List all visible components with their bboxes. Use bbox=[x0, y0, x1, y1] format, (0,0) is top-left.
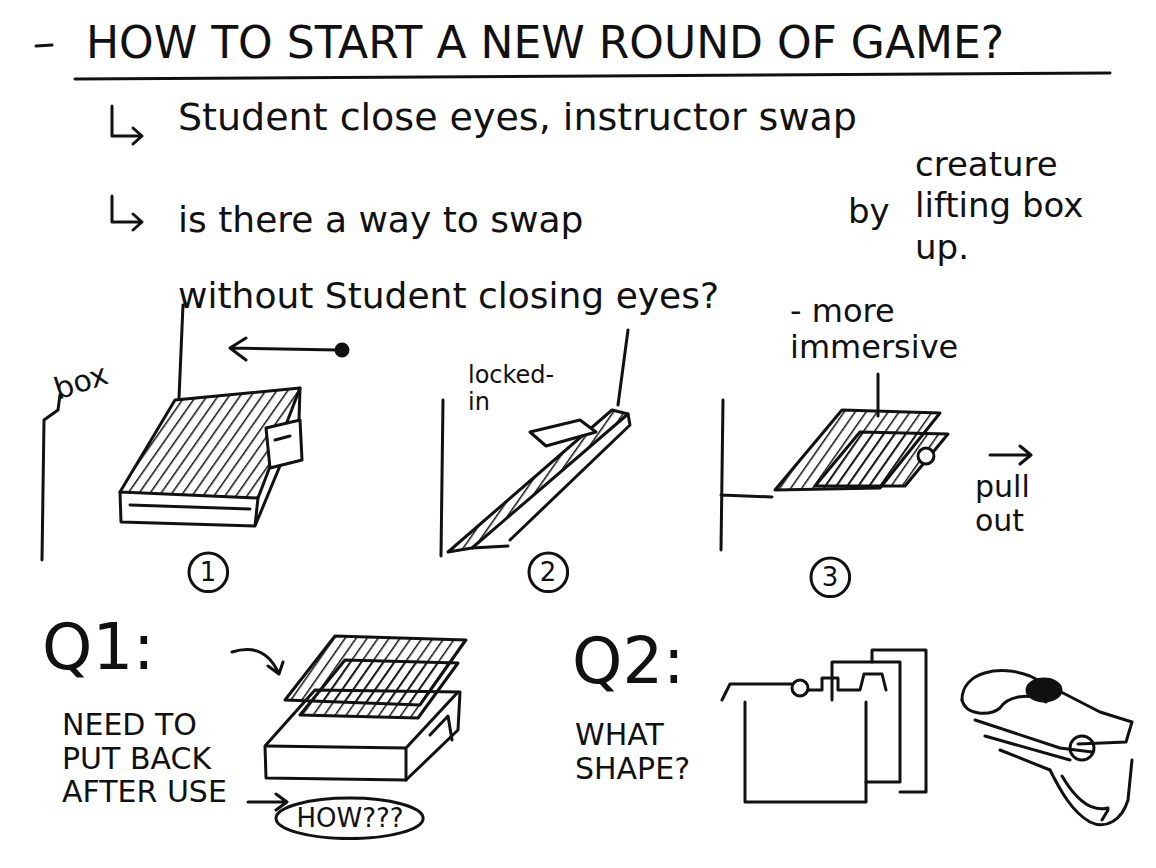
drawer-sketch-2 bbox=[441, 330, 630, 556]
part-label: locked-in bbox=[468, 362, 558, 416]
node-text: 3 bbox=[822, 563, 839, 592]
outline bbox=[276, 798, 423, 839]
title: HOW TO START A NEW ROUND OF GAME? bbox=[86, 18, 1004, 67]
outline bbox=[189, 553, 228, 592]
note-text: Student close eyes, instructor swap bbox=[178, 96, 857, 139]
note-text: up. bbox=[915, 228, 969, 266]
question-text: without Student closing eyes? bbox=[178, 276, 719, 316]
note-text: by bbox=[848, 192, 890, 230]
hook-shapes-sketch bbox=[722, 650, 926, 802]
annotation: - more immersive bbox=[790, 294, 980, 366]
bullet-dash bbox=[36, 45, 52, 46]
question-number: Q2: bbox=[572, 626, 685, 698]
callout-number: 1 bbox=[187, 551, 230, 594]
note-text: NEED TO PUT BACK AFTER USE bbox=[62, 708, 252, 809]
node-text: 2 bbox=[540, 558, 557, 587]
outline bbox=[811, 558, 850, 597]
part-label: pull out bbox=[975, 470, 1065, 537]
note-text: creature bbox=[915, 145, 1058, 183]
outline bbox=[529, 553, 568, 592]
hand-sketch bbox=[962, 671, 1132, 825]
part-label: box bbox=[50, 357, 112, 406]
callout-number: 2 bbox=[527, 551, 570, 594]
node-text: 1 bbox=[200, 558, 217, 587]
sub-arrow bbox=[112, 196, 142, 230]
callout-number: 3 bbox=[809, 556, 852, 599]
title-underline bbox=[75, 73, 1110, 79]
note-text: WHAT SHAPE? bbox=[575, 718, 725, 785]
question-number: Q1: bbox=[42, 612, 155, 684]
question-ellipse: HOW??? bbox=[274, 796, 425, 841]
drawer-sketch-1 bbox=[42, 305, 348, 560]
sub-arrow bbox=[112, 106, 142, 144]
question-text: is there a way to swap bbox=[178, 200, 583, 240]
stacked-drawer-sketch bbox=[232, 636, 466, 810]
node-text: HOW??? bbox=[296, 804, 403, 833]
note-text: lifting box bbox=[915, 186, 1083, 224]
